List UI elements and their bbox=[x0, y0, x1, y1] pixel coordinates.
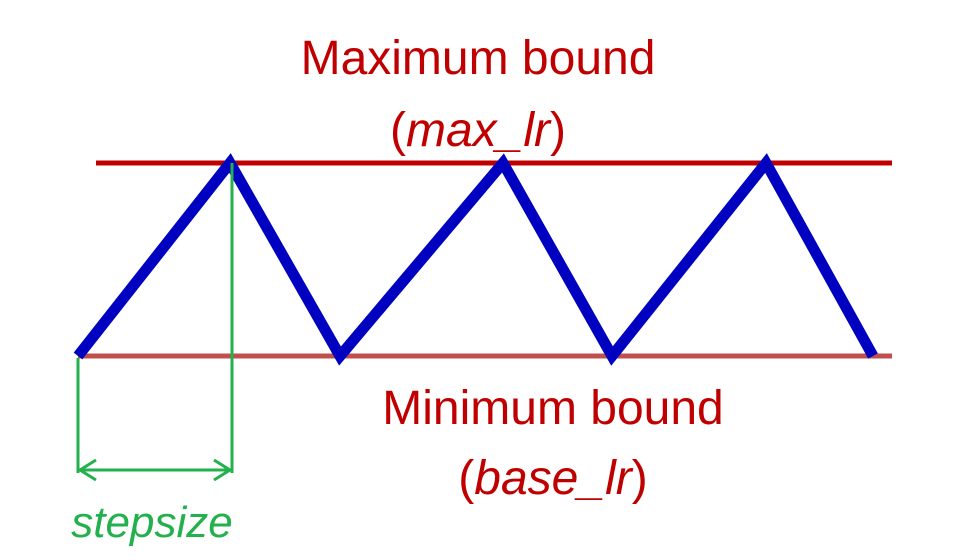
max-bound-title: Maximum bound bbox=[301, 32, 656, 85]
base-lr-text: base_lr bbox=[474, 452, 633, 505]
min-paren-open: ( bbox=[458, 452, 474, 505]
max-bound-variable: (max_lr) bbox=[390, 104, 566, 157]
stepsize-arrow-left-head bbox=[77, 458, 97, 482]
stepsize-arrow-right-head bbox=[213, 458, 233, 482]
max-lr-text: max_lr bbox=[406, 104, 552, 157]
min-bound-variable: (base_lr) bbox=[458, 452, 647, 505]
stepsize-bracket bbox=[76, 163, 234, 482]
min-paren-close: ) bbox=[632, 452, 648, 505]
triangular-lr-wave bbox=[73, 153, 878, 366]
stepsize-label: stepsize bbox=[71, 498, 232, 547]
max-paren-open: ( bbox=[390, 104, 406, 157]
max-paren-close: ) bbox=[550, 104, 566, 157]
min-bound-title: Minimum bound bbox=[382, 382, 723, 435]
